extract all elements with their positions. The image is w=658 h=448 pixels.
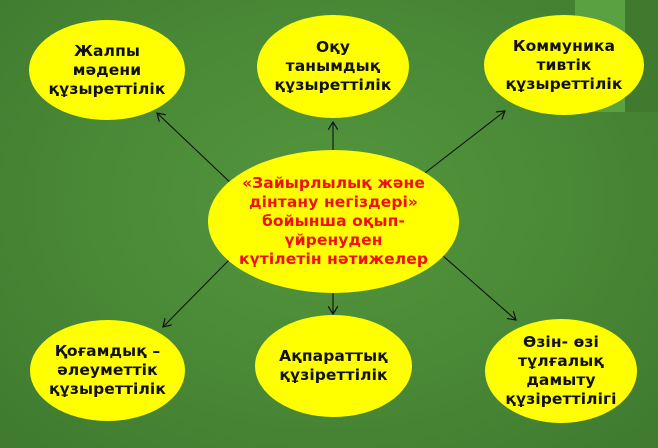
arrow-to-bottom-left xyxy=(163,259,230,327)
node-bottom-right: Өзін- өзі тұлғалық дамыту құзіреттілігі xyxy=(485,319,637,423)
node-label: Оқу танымдық құзыреттілік xyxy=(274,38,392,94)
node-label: Ақпараттық құзіреттілік xyxy=(279,347,388,384)
node-bottom-left: Қоғамдық – әлеуметтік құзыреттілік xyxy=(30,320,185,421)
arrow-to-top-right xyxy=(420,111,505,177)
node-top-right: Коммуника тивтік құзыреттілік xyxy=(484,15,644,115)
center-label: «Зайырлылық және дінтану негіздері» бойы… xyxy=(238,174,429,268)
arrow-to-bottom-right xyxy=(441,254,516,320)
node-label: Қоғамдық – әлеуметтік құзыреттілік xyxy=(49,342,166,398)
node-top-left: Жалпы мәдени құзыреттілік xyxy=(29,20,185,120)
node-label: Жалпы мәдени құзыреттілік xyxy=(48,41,166,98)
node-center: «Зайырлылық және дінтану негіздері» бойы… xyxy=(208,150,459,293)
arrow-to-top-left xyxy=(157,113,235,187)
node-bottom-center: Ақпараттық құзіреттілік xyxy=(255,315,412,417)
node-label: Коммуника тивтік құзыреттілік xyxy=(505,36,623,93)
node-label: Өзін- өзі тұлғалық дамыту құзіреттілігі xyxy=(505,333,617,408)
node-top-center: Оқу танымдық құзыреттілік xyxy=(257,15,409,118)
